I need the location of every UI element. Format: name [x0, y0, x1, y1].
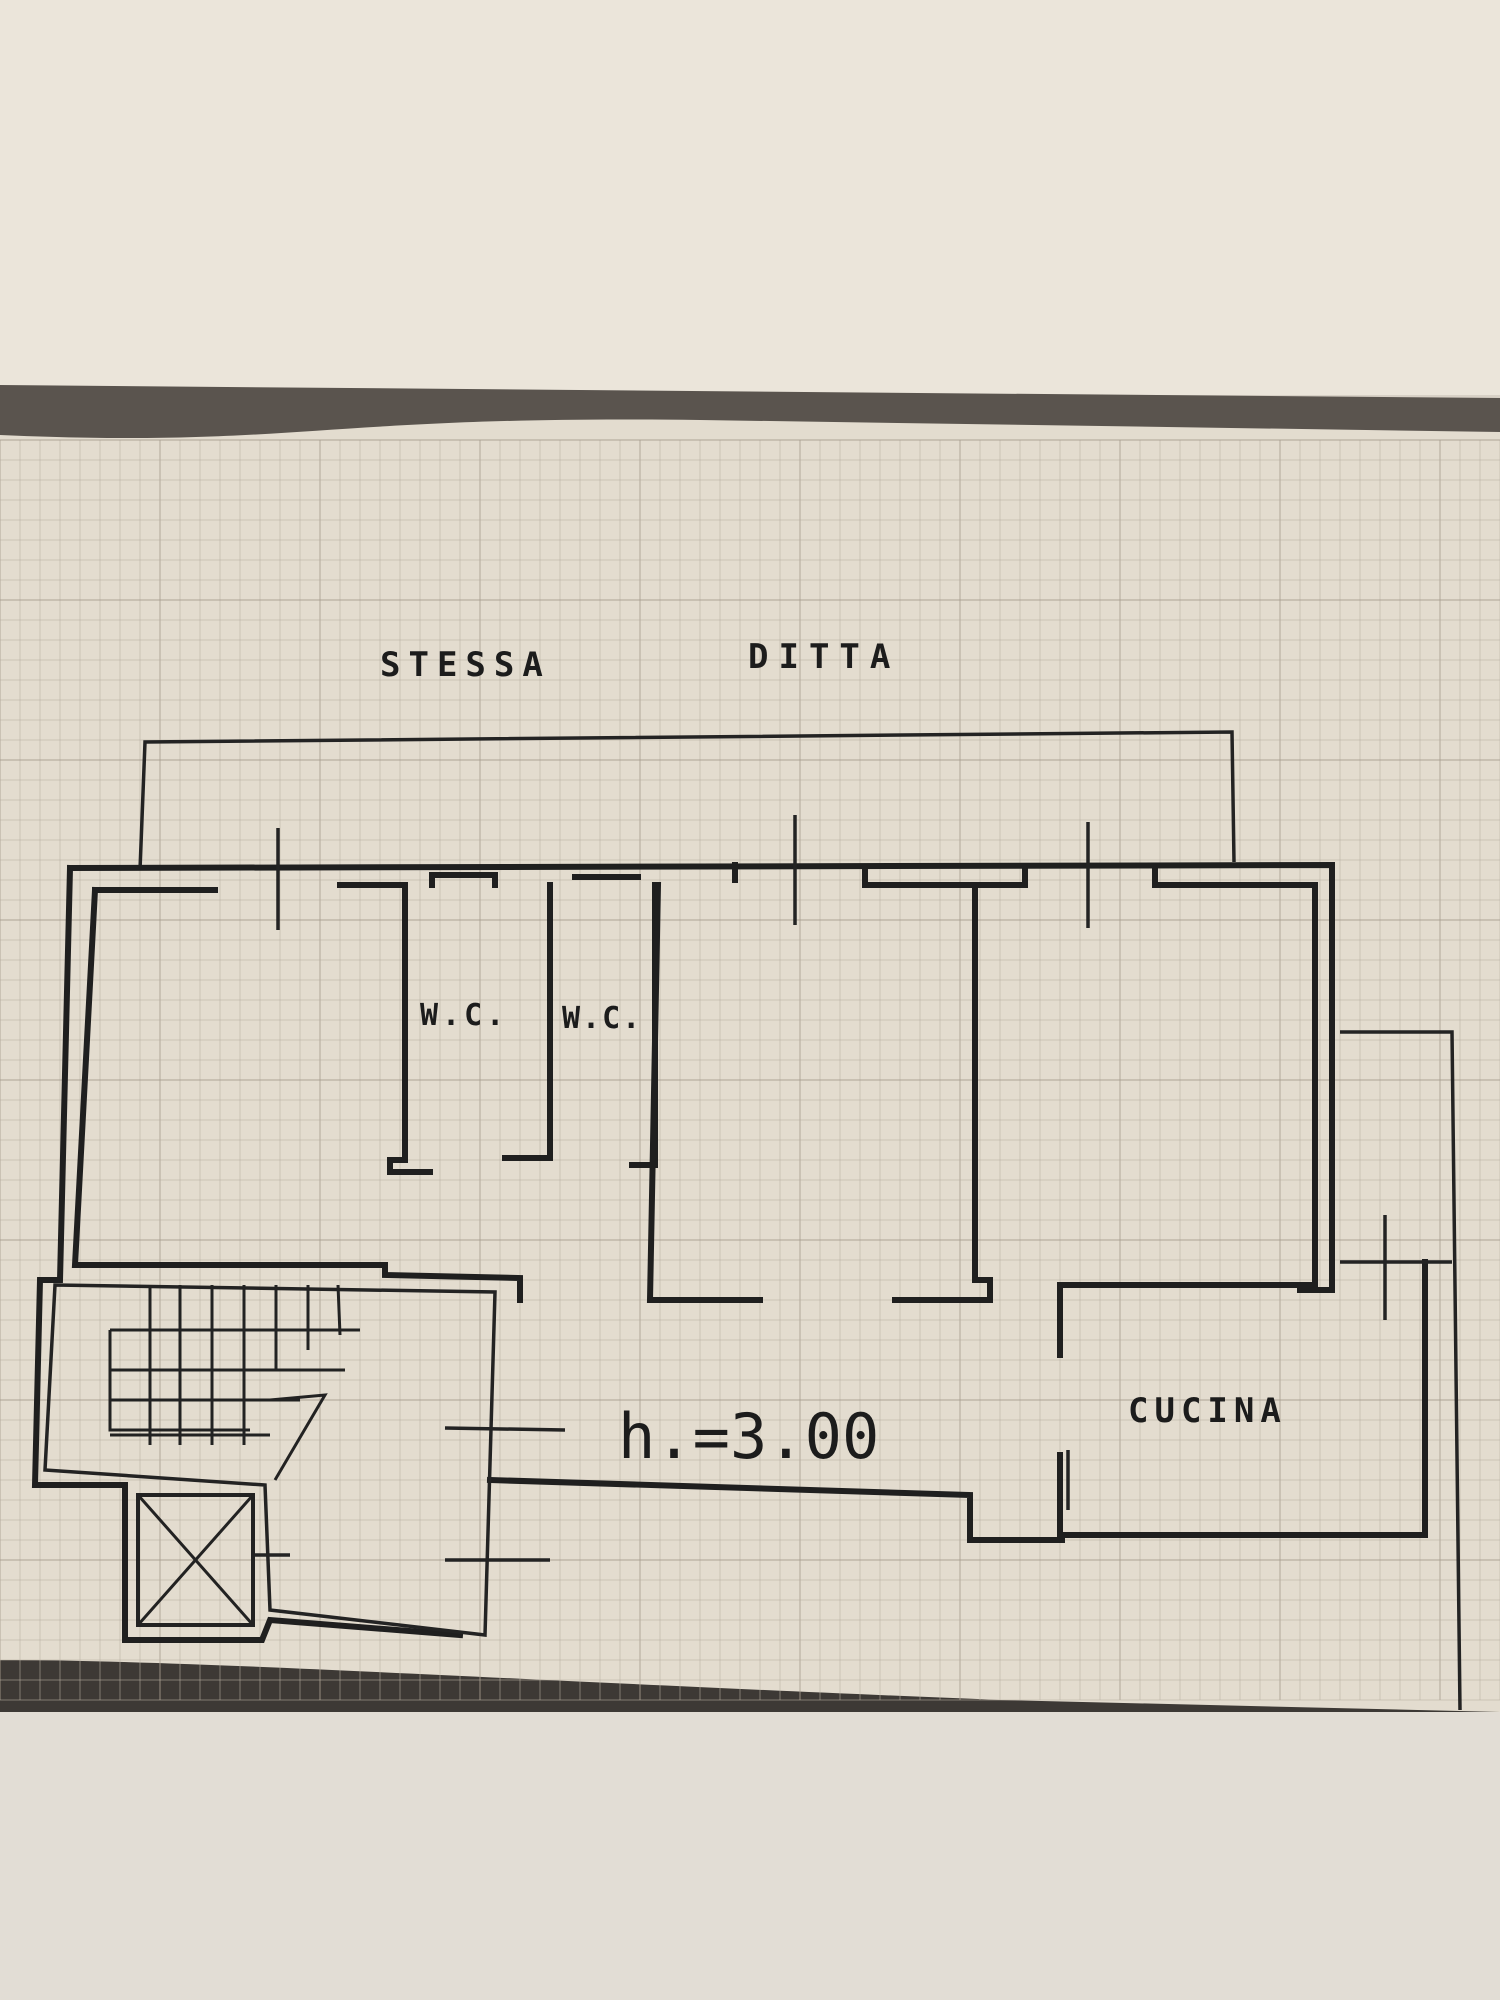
lower-paper-sheet: [0, 1712, 1500, 2000]
inner-wall-left: [71, 886, 523, 1303]
label-ditta: DITTA: [748, 637, 900, 677]
stair-steps: [108, 1284, 360, 1481]
floor-plan: [31, 730, 1462, 1711]
label-height: h.=3.00: [618, 1400, 879, 1473]
label-cucina: CUCINA: [1128, 1391, 1287, 1431]
label-wc-2: W.C.: [562, 1001, 642, 1036]
right-balcony: [1340, 1030, 1462, 1711]
upper-paper-sheet: [0, 0, 1500, 395]
door-marks: [255, 815, 1090, 1562]
elevator-shaft: [136, 1493, 255, 1627]
label-wc-1: W.C.: [420, 998, 508, 1033]
wc-partition-1: [337, 882, 433, 1175]
bottom-shadow: [0, 1660, 1500, 1720]
graph-paper-grid: [0, 439, 1500, 1701]
wall-room-4: [862, 867, 1028, 1303]
drawing-sheet: [0, 419, 1500, 1712]
wall-room-5: [1057, 867, 1318, 1543]
paper-fold-shadow: [0, 385, 1500, 440]
inner-wall-bottom: [486, 1259, 1428, 1543]
stair-block: [43, 1283, 497, 1637]
balcony-outline: [138, 730, 1236, 871]
outer-wall-top: [66, 861, 1335, 1293]
wall-room-3: [646, 881, 763, 1303]
label-stessa: STESSA: [380, 645, 551, 685]
outer-wall-left: [31, 864, 464, 1643]
wc-partition-2: [429, 872, 553, 1161]
